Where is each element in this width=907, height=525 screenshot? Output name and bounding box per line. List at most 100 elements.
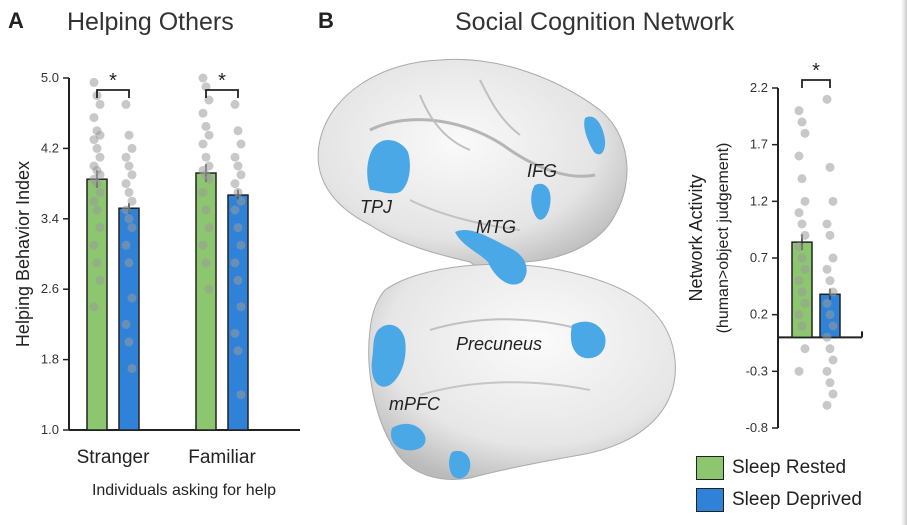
y-axis-title-line1: Network Activity xyxy=(686,174,706,301)
data-point xyxy=(204,130,214,140)
data-point xyxy=(92,143,102,153)
data-point xyxy=(95,275,105,285)
data-point xyxy=(800,264,810,274)
data-point xyxy=(127,143,137,153)
y-tick-label: 2.2 xyxy=(750,80,768,95)
legend-swatch-deprived xyxy=(696,488,724,512)
data-point xyxy=(198,187,208,197)
data-point xyxy=(127,170,137,180)
brain-illustration: TPJ MTG IFG Precuneus mPFC xyxy=(317,58,676,480)
data-point xyxy=(800,196,810,206)
data-point xyxy=(236,390,246,400)
data-point xyxy=(124,337,134,347)
data-point xyxy=(233,126,243,136)
data-point xyxy=(95,152,105,162)
data-point xyxy=(828,355,838,365)
data-point xyxy=(230,205,240,215)
data-point xyxy=(822,94,832,104)
data-point xyxy=(230,258,240,268)
medial-hemisphere xyxy=(368,263,676,480)
y-tick-label: 0.2 xyxy=(750,307,768,322)
region-label-mpfc: mPFC xyxy=(389,394,441,414)
data-point xyxy=(800,298,810,308)
data-point xyxy=(236,139,246,149)
data-point xyxy=(236,170,246,180)
data-point xyxy=(89,77,99,87)
data-point xyxy=(822,332,832,342)
legend-swatch-rested xyxy=(696,456,724,480)
significance-bracket xyxy=(801,79,831,88)
y-tick-label: 2.6 xyxy=(41,281,59,296)
data-point xyxy=(92,205,102,215)
legend-item-deprived: Sleep Deprived xyxy=(696,484,862,516)
region-label-tpj: TPJ xyxy=(360,197,393,217)
region-label-mtg: MTG xyxy=(476,217,516,237)
y-tick-label: 4.2 xyxy=(41,140,59,155)
data-point xyxy=(230,328,240,338)
data-point xyxy=(825,378,835,388)
y-tick-label: 5.0 xyxy=(41,70,59,85)
y-tick-label: 1.0 xyxy=(41,422,59,437)
y-tick-label: 3.4 xyxy=(41,211,59,226)
data-point xyxy=(797,117,807,127)
data-point xyxy=(825,310,835,320)
data-point xyxy=(95,99,105,109)
data-point xyxy=(230,179,240,189)
data-point xyxy=(797,219,807,229)
significance-star: * xyxy=(109,70,117,92)
data-point xyxy=(95,223,105,233)
significance-bracket xyxy=(96,89,130,98)
data-point xyxy=(124,214,134,224)
data-point xyxy=(127,293,137,303)
x-category-label: Familiar xyxy=(188,447,256,468)
data-point xyxy=(825,276,835,286)
data-point xyxy=(236,240,246,250)
right-edge-shadow xyxy=(901,0,907,525)
panel-b-letter: B xyxy=(318,8,334,33)
panel-b-title: Social Cognition Network xyxy=(455,8,735,36)
y-axis-title-line2: (human>object judgement) xyxy=(715,143,732,334)
significance-bracket xyxy=(205,89,239,98)
region-label-ifg: IFG xyxy=(527,161,557,181)
data-point xyxy=(198,108,208,118)
legend-label-deprived: Sleep Deprived xyxy=(732,489,862,510)
data-point xyxy=(121,179,131,189)
data-point xyxy=(121,152,131,162)
data-point xyxy=(198,240,208,250)
data-point xyxy=(794,208,804,218)
data-point xyxy=(828,287,838,297)
data-point xyxy=(797,287,807,297)
data-point xyxy=(127,196,137,206)
data-point xyxy=(822,366,832,376)
data-point xyxy=(230,99,240,109)
data-point xyxy=(201,82,211,92)
data-point xyxy=(201,152,211,162)
data-point xyxy=(797,253,807,263)
data-point xyxy=(201,258,211,268)
y-tick-label: -0.3 xyxy=(746,363,768,378)
data-point xyxy=(204,174,214,184)
data-point xyxy=(89,135,99,145)
data-point xyxy=(204,223,214,233)
data-point xyxy=(822,298,832,308)
data-point xyxy=(198,73,208,83)
data-point xyxy=(800,128,810,138)
panel-a-letter: A xyxy=(8,8,24,33)
data-point xyxy=(828,196,838,206)
data-point xyxy=(236,302,246,312)
data-point xyxy=(797,174,807,184)
x-category-label: Stranger xyxy=(77,447,151,468)
significance-star: * xyxy=(812,60,820,82)
legend-label-rested: Sleep Rested xyxy=(732,457,847,478)
data-point xyxy=(825,162,835,172)
data-point xyxy=(828,389,838,399)
y-tick-label: 1.7 xyxy=(750,137,768,152)
data-point xyxy=(201,205,211,215)
significance-star: * xyxy=(218,70,226,92)
data-point xyxy=(198,139,208,149)
x-axis-title: Individuals asking for help xyxy=(92,482,276,499)
data-point xyxy=(794,366,804,376)
data-point xyxy=(124,258,134,268)
data-point xyxy=(825,344,835,354)
